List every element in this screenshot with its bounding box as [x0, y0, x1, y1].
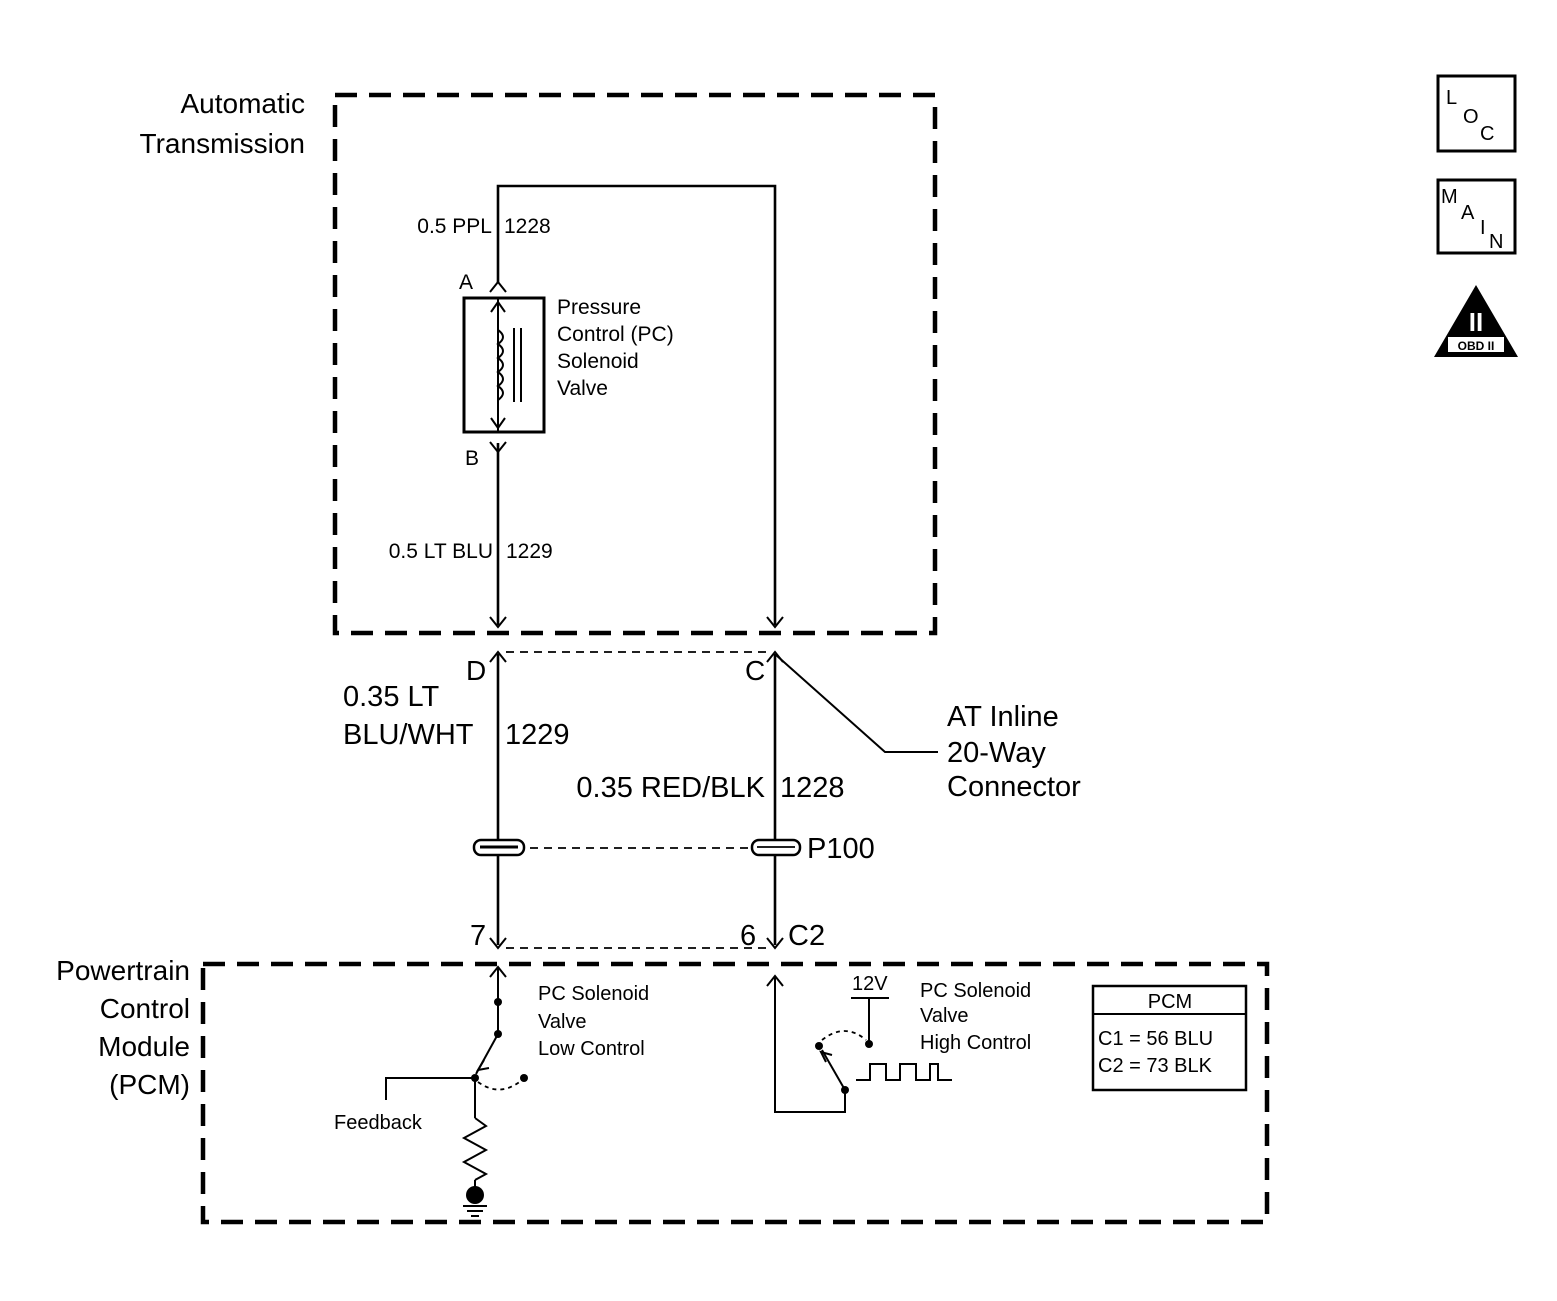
pcm-label-line1: Powertrain — [56, 955, 190, 986]
pin-d-arrow — [489, 650, 507, 663]
obd-label: OBD II — [1458, 339, 1495, 353]
low-node-1 — [494, 998, 502, 1006]
pwm-waveform-icon — [856, 1063, 952, 1081]
right-harness-label: 0.35 RED/BLK — [576, 772, 765, 804]
solenoid-label-line2: Control (PC) — [557, 323, 674, 346]
loc-icon[interactable]: L O C — [1436, 74, 1517, 153]
wire-1228-ppl — [496, 184, 777, 625]
solenoid-label-line1: Pressure — [557, 296, 641, 319]
high-control-link — [821, 1030, 867, 1041]
left-harness-line2: BLU/WHT — [343, 719, 474, 751]
harness-wiring: 0.35 LT BLU/WHT 1229 0.35 RED/BLK 1228 P… — [343, 654, 875, 952]
solenoid-label-line3: Solenoid — [557, 350, 639, 373]
loc-icon-frame — [1436, 74, 1517, 153]
solenoid-arrow-down — [490, 417, 506, 430]
main-letter-m: M — [1441, 186, 1458, 208]
high-switch-blade — [821, 1049, 846, 1091]
low-control-label-line3: Low Control — [538, 1038, 645, 1060]
low-control-link — [477, 1079, 523, 1091]
inline-connector-label-line2: 20-Way — [947, 737, 1046, 769]
high-switch-arrow — [819, 1050, 833, 1063]
p100-label: P100 — [807, 833, 875, 865]
pin-7-arrow — [489, 937, 507, 950]
feedback-label: Feedback — [334, 1112, 423, 1134]
main-letter-n: N — [1489, 231, 1503, 253]
loc-letter-o: O — [1463, 106, 1479, 128]
transmission-boundary — [332, 92, 938, 636]
high-switch-top — [815, 1042, 823, 1050]
pcm-boundary — [200, 961, 1270, 1225]
pcm-table-header: PCM — [1148, 991, 1192, 1013]
transmission-label-line1: Automatic — [181, 88, 306, 119]
loc-letter-c: C — [1480, 123, 1494, 145]
high-control-label-line3: High Control — [920, 1032, 1031, 1054]
low-control-node — [520, 1074, 528, 1082]
terminal-a-label: A — [459, 271, 473, 294]
wire-1228-arrow-down — [766, 616, 784, 629]
high-control-circuit: 12V PC Solenoid Valve High Control — [766, 973, 1031, 1113]
ppl-circuit-label: 1228 — [504, 215, 551, 238]
ground-node — [466, 1186, 484, 1204]
ltblu-circuit-label: 1229 — [506, 540, 553, 563]
transmission-wiring: 0.5 PPL 1228 0.5 LT BLU 1229 — [389, 184, 784, 629]
terminal-b-arrow — [489, 441, 507, 454]
inline-connector-label-line1: AT Inline — [947, 701, 1059, 733]
solenoid-label-line4: Valve — [557, 377, 608, 400]
pcm-table-border — [1091, 984, 1248, 1092]
connector-leader-line — [775, 654, 938, 753]
right-harness-circuit: 1228 — [780, 772, 845, 804]
pin-d-label: D — [466, 655, 486, 686]
low-input-arrow — [489, 965, 507, 978]
pcm-pin-7-label: 7 — [470, 920, 486, 952]
low-control-label-line2: Valve — [538, 1011, 587, 1033]
p100-pass-through: P100 — [472, 833, 875, 865]
supply-label: 12V — [852, 973, 888, 995]
resistor-icon — [461, 1117, 489, 1181]
inline-connector-label-line3: Connector — [947, 771, 1081, 803]
pcm-label-line4: (PCM) — [109, 1069, 190, 1100]
main-icon[interactable]: M A I N — [1436, 178, 1517, 255]
low-switch-arrow — [476, 1059, 490, 1072]
high-input-arrow — [766, 974, 784, 987]
left-harness-line1: 0.35 LT — [343, 681, 439, 713]
pin-c-label: C — [745, 655, 765, 686]
pin-6-arrow — [766, 937, 784, 950]
loc-letter-l: L — [1446, 87, 1457, 109]
pcm-label-line2: Control — [100, 993, 190, 1024]
low-control-circuit: Feedback PC Solenoid Valve Low Control — [334, 965, 649, 1217]
coil-icon — [496, 329, 504, 401]
pcm-connector-label: C2 — [788, 920, 825, 952]
ltblu-gauge-label: 0.5 LT BLU — [389, 540, 493, 563]
low-control-label-line1: PC Solenoid — [538, 983, 649, 1005]
main-letter-i: I — [1480, 217, 1486, 239]
pcm-connector-table: PCM C1 = 56 BLU C2 = 73 BLK — [1091, 984, 1248, 1092]
obd-ii-icon[interactable]: II OBD II — [1434, 285, 1518, 357]
at-inline-connector: D C AT Inline 20-Way Connector — [466, 650, 1081, 803]
main-letter-a: A — [1461, 202, 1475, 224]
pcm-module: Powertrain Control Module (PCM) Feedback… — [56, 955, 1270, 1225]
obd-label-plate — [1448, 337, 1504, 352]
main-icon-frame — [1436, 178, 1517, 255]
transmission-module: Automatic Transmission — [140, 88, 938, 636]
left-harness-circuit: 1229 — [505, 719, 570, 751]
transmission-label-line2: Transmission — [140, 128, 305, 159]
pcm-pin-6-label: 6 — [740, 920, 756, 952]
terminal-b-label: B — [465, 447, 479, 470]
feedback-wire — [385, 1077, 475, 1100]
wire-1229-arrow-down — [489, 616, 507, 629]
high-input-wire — [774, 977, 846, 1113]
pcm-table-row-c2: C2 = 73 BLK — [1098, 1055, 1213, 1077]
obd-numeral: II — [1469, 307, 1483, 337]
pc-solenoid: A B Pressure Control (PC) Solenoid Valve — [459, 271, 674, 470]
terminal-a-arrow — [489, 280, 507, 293]
high-control-label-line1: PC Solenoid — [920, 980, 1031, 1002]
pcm-label-line3: Module — [98, 1031, 190, 1062]
high-control-label-line2: Valve — [920, 1005, 969, 1027]
ppl-gauge-label: 0.5 PPL — [417, 215, 492, 238]
solenoid-arrow-up — [490, 300, 506, 313]
pcm-table-row-c1: C1 = 56 BLU — [1098, 1028, 1213, 1050]
